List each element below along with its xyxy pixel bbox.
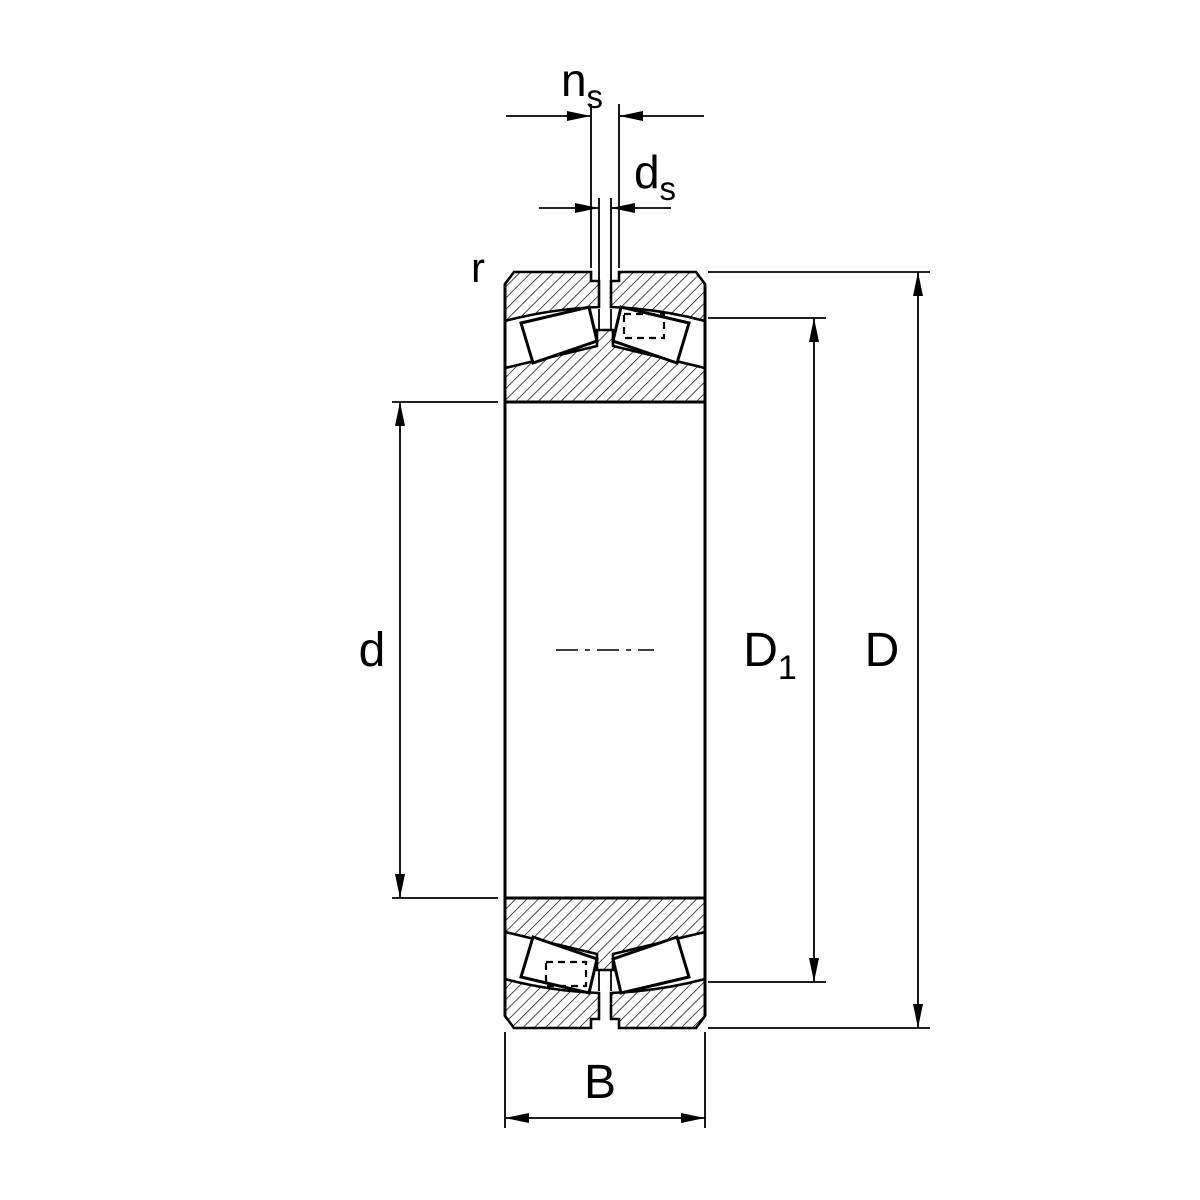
dimension-d bbox=[392, 401, 498, 899]
hidden-detail-bottom-left bbox=[544, 960, 588, 988]
outer-ring-top-left-section bbox=[503, 270, 601, 323]
label-ds: ds bbox=[634, 146, 676, 207]
bearing-section bbox=[503, 270, 707, 1030]
outer-ring-top-right-section bbox=[609, 270, 707, 323]
roller-top-left bbox=[519, 305, 599, 365]
dimension-D bbox=[708, 271, 930, 1029]
dimensions bbox=[392, 104, 930, 1128]
label-d: d bbox=[359, 624, 386, 677]
label-B: B bbox=[584, 1056, 616, 1109]
dimension-ns bbox=[506, 104, 704, 268]
roller-bottom-right bbox=[611, 935, 691, 995]
hidden-detail-top-right bbox=[622, 312, 666, 340]
outer-ring-bottom-left-section bbox=[503, 977, 601, 1030]
outer-ring-bottom-right-section bbox=[609, 977, 707, 1030]
label-D: D bbox=[865, 624, 900, 677]
dimension-B bbox=[504, 1032, 706, 1128]
label-r: r bbox=[471, 244, 485, 291]
label-d1: D1 bbox=[743, 624, 797, 687]
dimension-ds bbox=[539, 198, 671, 281]
dimension-d1 bbox=[708, 317, 826, 983]
labels: ns ds r d D1 D B bbox=[359, 54, 900, 1109]
label-ns: ns bbox=[561, 54, 603, 115]
roller-top-right bbox=[611, 305, 691, 365]
roller-bottom-left bbox=[519, 935, 599, 995]
